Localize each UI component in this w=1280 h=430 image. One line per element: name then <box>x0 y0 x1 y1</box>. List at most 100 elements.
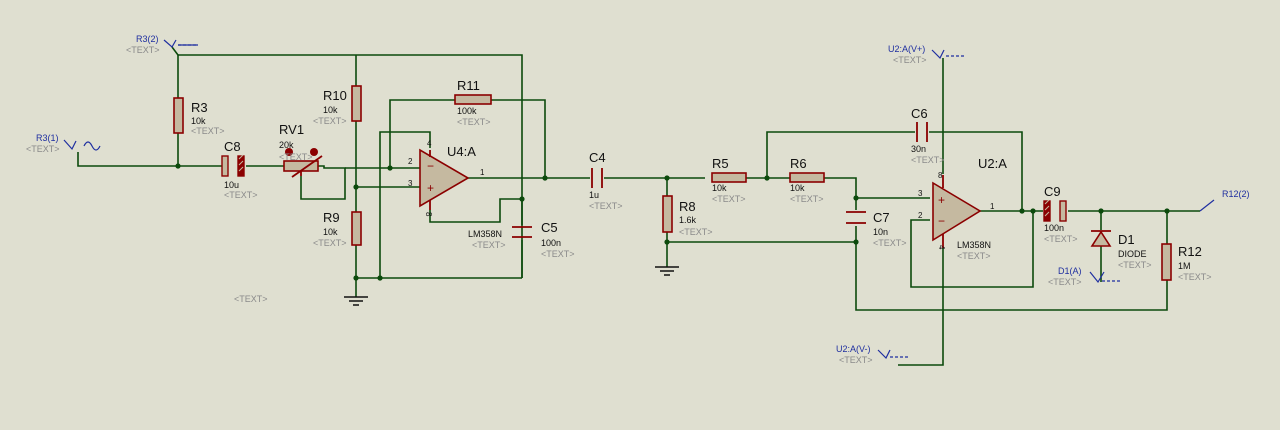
pot-terminal-icon <box>285 148 293 156</box>
terminal-placeholder: <TEXT> <box>126 45 160 55</box>
terminal-label: U2:A(V+) <box>888 44 925 54</box>
component-placeholder: <TEXT> <box>457 117 491 127</box>
pin-number: 2 <box>408 157 413 166</box>
component-placeholder: <TEXT> <box>873 238 907 248</box>
component-placeholder: <TEXT> <box>279 152 313 162</box>
potentiometer-rv1[interactable]: RV1 20k <TEXT> <box>279 122 323 178</box>
opamp-u4[interactable]: − + 2 3 1 4 8 U4:A LM358N <TEXT> <box>408 139 506 250</box>
component-placeholder: <TEXT> <box>1118 260 1152 270</box>
resistor-r11[interactable]: R11 100k <TEXT> <box>454 78 492 127</box>
capacitor-c8[interactable]: C8 10u <TEXT> <box>221 139 258 200</box>
component-placeholder: <TEXT> <box>712 194 746 204</box>
component-ref: R12 <box>1178 244 1202 259</box>
component-ref: R10 <box>323 88 347 103</box>
free-text-placeholder: <TEXT> <box>234 294 268 304</box>
resistor-r6[interactable]: R6 10k <TEXT> <box>789 156 825 204</box>
component-ref: U2:A <box>978 156 1007 171</box>
ground-icon <box>344 296 368 306</box>
component-value: 100n <box>541 238 561 248</box>
component-ref: R9 <box>323 210 340 225</box>
component-value: 10k <box>712 183 727 193</box>
component-ref: C8 <box>224 139 241 154</box>
capacitor-c7[interactable]: C7 10n <TEXT> <box>846 210 907 248</box>
terminal-r3-1[interactable]: R3(1) <TEXT> <box>26 133 101 154</box>
minus-sign-icon: − <box>938 214 945 228</box>
component-value: 10n <box>873 227 888 237</box>
terminal-label: U2:A(V-) <box>836 344 871 354</box>
plus-sign-icon: + <box>938 193 945 207</box>
component-ref: R6 <box>790 156 807 171</box>
diode-d1[interactable]: D1 DIODE <TEXT> <box>1090 230 1152 270</box>
component-ref: R3 <box>191 100 208 115</box>
component-ref: R8 <box>679 199 696 214</box>
resistor-r9[interactable]: R9 10k <TEXT> <box>313 210 362 248</box>
resistor-r12[interactable]: R12 1M <TEXT> <box>1161 243 1212 282</box>
resistor-r3[interactable]: R3 10k <TEXT> <box>173 97 225 136</box>
terminal-u2-vminus[interactable]: U2:A(V-) <TEXT> <box>836 344 910 365</box>
resistor-r10[interactable]: R10 10k <TEXT> <box>313 85 362 126</box>
terminal-placeholder: <TEXT> <box>839 355 873 365</box>
component-value: 30n <box>911 144 926 154</box>
component-value: 10u <box>224 180 239 190</box>
plus-sign-icon: + <box>427 181 434 195</box>
component-placeholder: <TEXT> <box>191 126 225 136</box>
component-ref: D1 <box>1118 232 1135 247</box>
resistor-r5[interactable]: R5 10k <TEXT> <box>711 156 747 204</box>
opamp-u2[interactable]: + − 3 2 1 8 4 U2:A LM358N <TEXT> <box>918 156 1007 261</box>
pin-number: 4 <box>427 139 432 148</box>
terminal-label: R3(1) <box>36 133 59 143</box>
terminal-d1-a[interactable]: D1(A) <TEXT> <box>1048 266 1122 287</box>
pin-number: 8 <box>938 171 943 180</box>
junctions <box>175 163 1170 281</box>
terminal-r3-2[interactable]: R3(2) <TEXT> <box>126 34 198 55</box>
terminal-r12-2[interactable]: R12(2) <box>1199 189 1250 212</box>
component-ref: C9 <box>1044 184 1061 199</box>
capacitor-c4[interactable]: C4 1u <TEXT> <box>589 150 623 211</box>
component-value: 10k <box>323 227 338 237</box>
component-ref: C6 <box>911 106 928 121</box>
component-ref: R5 <box>712 156 729 171</box>
terminal-label: R3(2) <box>136 34 159 44</box>
component-value: 1M <box>1178 261 1191 271</box>
component-placeholder: <TEXT> <box>472 240 506 250</box>
pin-number: 8 <box>424 212 433 217</box>
component-value: 100k <box>457 106 477 116</box>
terminal-placeholder: <TEXT> <box>893 55 927 65</box>
terminal-label: R12(2) <box>1222 189 1250 199</box>
wires <box>77 46 1200 366</box>
sine-wave-icon <box>83 141 101 151</box>
component-placeholder: <TEXT> <box>679 227 713 237</box>
component-placeholder: <TEXT> <box>1178 272 1212 282</box>
pin-number: 1 <box>480 168 485 177</box>
component-placeholder: <TEXT> <box>313 238 347 248</box>
component-value: 1.6k <box>679 215 697 225</box>
component-value: 20k <box>279 140 294 150</box>
pin-number: 1 <box>990 202 995 211</box>
pot-terminal-icon <box>310 148 318 156</box>
component-value: LM358N <box>957 240 991 250</box>
capacitor-c9[interactable]: C9 100n <TEXT> <box>1043 184 1078 244</box>
component-placeholder: <TEXT> <box>911 155 945 165</box>
component-value: DIODE <box>1118 249 1147 259</box>
component-ref: C4 <box>589 150 606 165</box>
capacitor-c5[interactable]: C5 100n <TEXT> <box>512 220 575 259</box>
minus-sign-icon: − <box>427 159 434 173</box>
pin-number: 4 <box>937 245 946 250</box>
component-placeholder: <TEXT> <box>224 190 258 200</box>
component-value: 1u <box>589 190 599 200</box>
component-value: 10k <box>790 183 805 193</box>
pin-number: 2 <box>918 211 923 220</box>
component-value: LM358N <box>468 229 502 239</box>
component-ref: C5 <box>541 220 558 235</box>
resistor-r8[interactable]: R8 1.6k <TEXT> <box>662 195 713 237</box>
ground-icon <box>655 266 679 276</box>
component-ref: RV1 <box>279 122 304 137</box>
component-value: 10k <box>191 116 206 126</box>
component-placeholder: <TEXT> <box>790 194 824 204</box>
terminal-u2-vplus[interactable]: U2:A(V+) <TEXT> <box>888 44 966 65</box>
component-placeholder: <TEXT> <box>1044 234 1078 244</box>
capacitor-c6[interactable]: C6 30n <TEXT> <box>911 106 945 165</box>
component-ref: U4:A <box>447 144 476 159</box>
terminal-label: D1(A) <box>1058 266 1082 276</box>
